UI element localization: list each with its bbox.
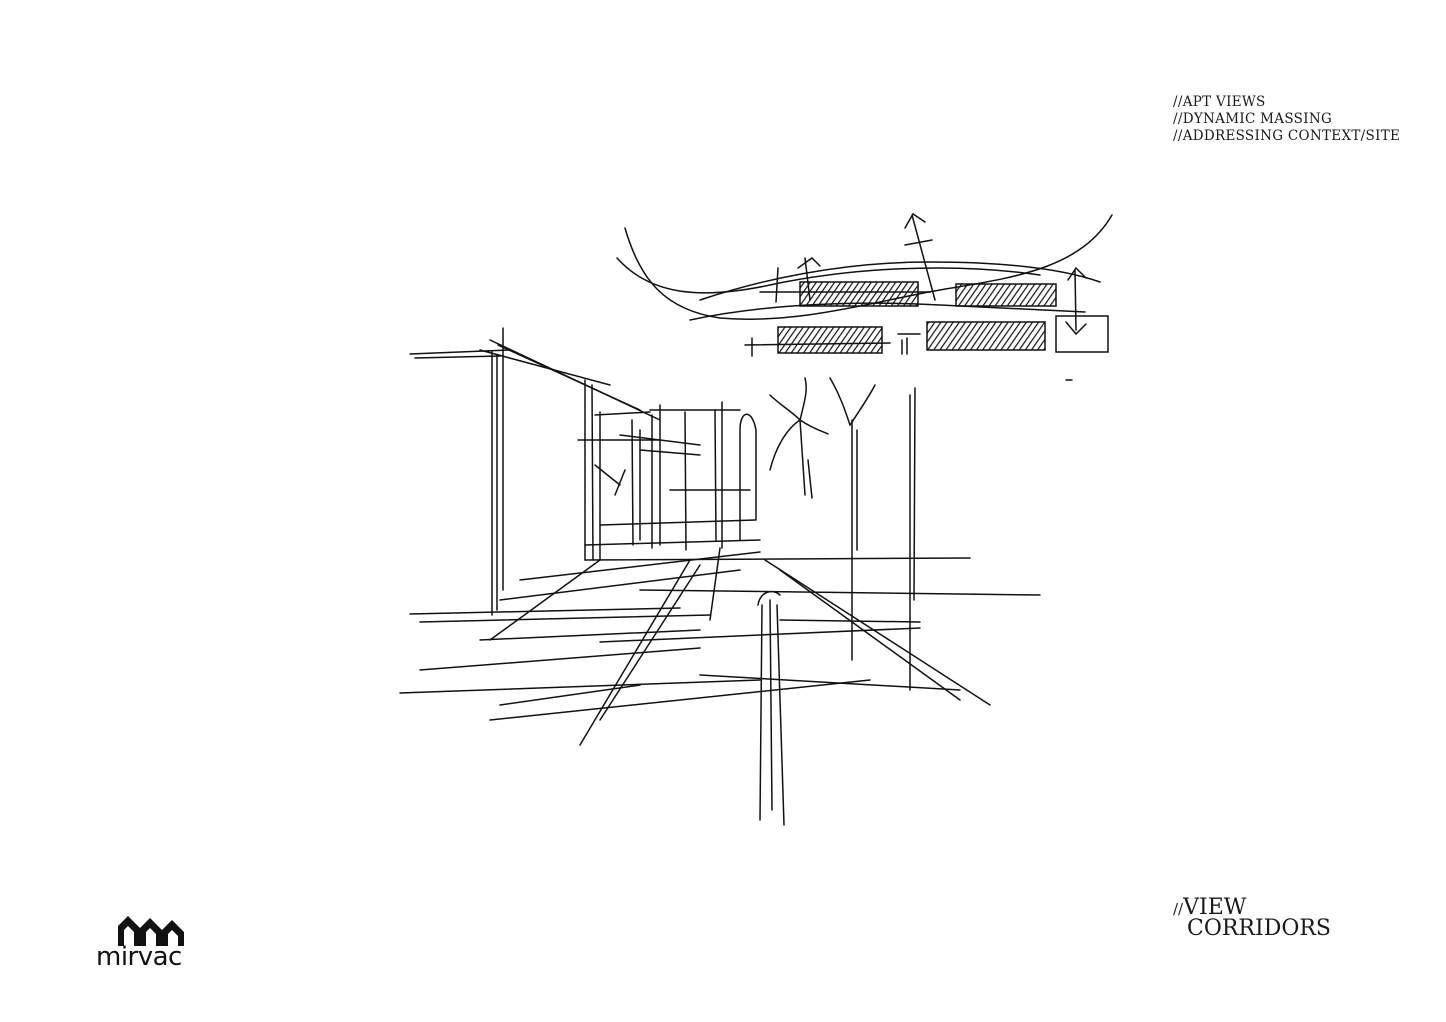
title-line-view: VIEW [1183,895,1247,920]
mirvac-logo-text: mirvac [96,942,182,972]
notes-list: //APT VIEWS //DYNAMIC MASSING //ADDRESSI… [1173,94,1400,145]
note-apt-views: //APT VIEWS [1173,94,1266,110]
note-addressing-context: //ADDRESSING CONTEXT/SITE [1173,128,1401,144]
title-prefix: // [1173,900,1184,918]
sheet-title: //VIEW CORRIDORS [1173,895,1331,941]
title-line-corridors: CORRIDORS [1187,916,1331,941]
mirvac-logo: mirvac [96,916,188,972]
architectural-sketch [399,212,1113,826]
mirvac-logo-icon [118,916,184,946]
note-dynamic-massing: //DYNAMIC MASSING [1173,111,1333,127]
